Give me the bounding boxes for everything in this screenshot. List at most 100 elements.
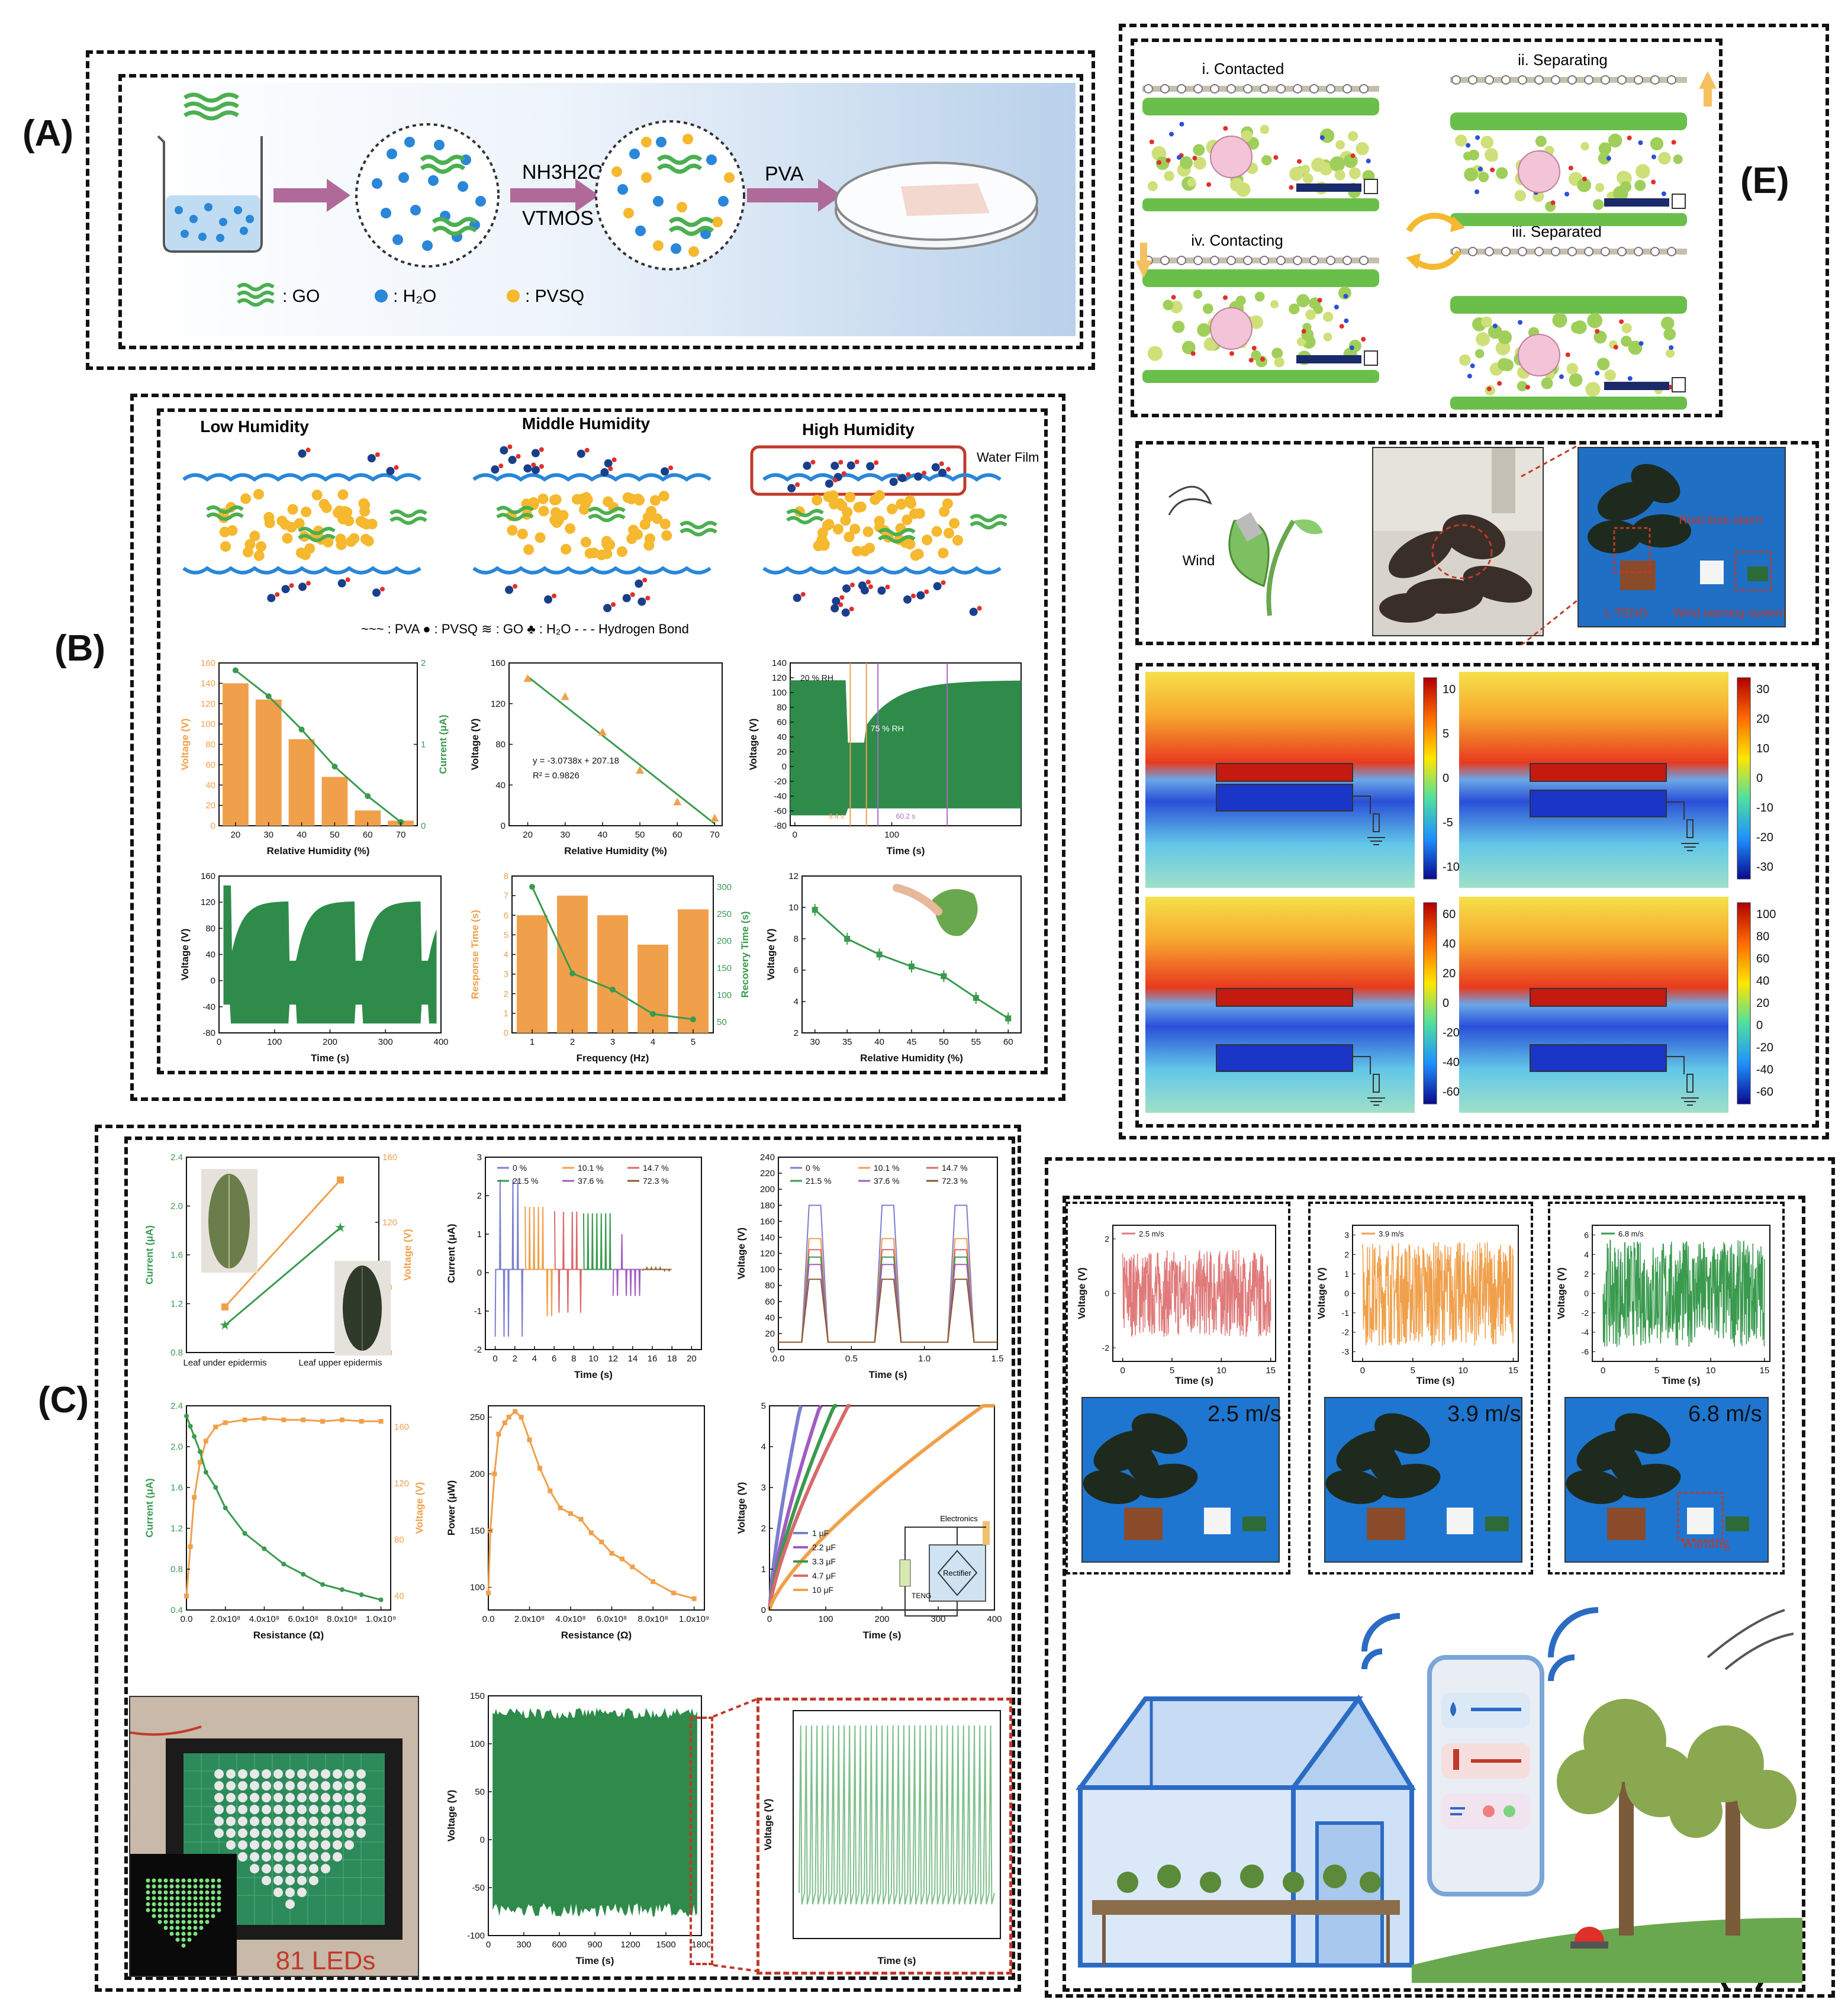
panel-e-frame [1119,24,1829,1139]
ion [1595,329,1600,334]
led [238,1840,247,1850]
leaf-upper-epidermis [1142,269,1379,287]
pvsq-particle [227,525,238,536]
pvsq-particle [538,505,549,517]
leaf-cell [1455,134,1467,147]
leaf-cell [1274,357,1284,368]
electrode-bead [1551,75,1560,85]
electrode-bead [1210,256,1219,265]
panel-b-frame [130,394,1065,1101]
colorbar-tick-label: 40 [1756,975,1769,988]
ion [1475,135,1480,140]
water-h [668,465,674,471]
led-lit [146,1884,150,1889]
electrode-bead [1567,247,1577,256]
electrode-bead [1276,84,1286,94]
reagent-nh3h2o-label: NH3H2O [522,161,604,183]
x-tick-label: 300 [931,1614,945,1624]
x-tick-label: 2.0x10⁸ [514,1614,545,1624]
panel-a-inner-frame [118,74,1083,349]
water-film-box [750,445,967,496]
led-lit [175,1937,180,1942]
fit-r2: R² = 0.9826 [533,771,579,781]
pvsq-particle [601,548,613,559]
leaf-cell [1323,311,1334,323]
x-axis-label: Time (s) [863,1630,902,1641]
go-sheet [786,508,824,524]
plot-frame [488,1405,705,1611]
legend-label: 6.8 m/s [1618,1229,1644,1238]
y-tick-label: 100 [760,1265,775,1275]
led [262,1805,271,1814]
ion [1350,153,1356,159]
leaf-cell [1289,167,1303,181]
panel-c-inner-frame [124,1136,1015,1980]
led-lit [169,1902,174,1907]
led [356,1793,366,1802]
panel-label-e: (E) [1740,160,1789,201]
led-lit [169,1920,174,1924]
led [226,1817,236,1826]
data-point [812,907,818,913]
led-lit [163,1920,168,1924]
x-tick-label: 100 [818,1614,833,1624]
y-tick-label: 0 [1105,1289,1109,1298]
x-tick-label: 100 [884,830,899,840]
plot-frame [778,1157,998,1350]
pvsq-particle [311,490,323,501]
voltage-point [281,1417,286,1422]
pvsq-particle [652,513,663,524]
pvsq-particle [859,545,870,556]
led [250,1864,259,1873]
legend-label: 3.3 μF [812,1557,836,1566]
led-lit [187,1925,192,1930]
y-tick-label: 0 [770,1345,775,1355]
led-lit [175,1908,180,1912]
ion [1638,341,1644,346]
led-lit [193,1884,198,1889]
alarm-device [1447,1508,1473,1534]
x-tick-label: 0 [767,1614,772,1624]
ion [1176,154,1181,160]
voltage-point [221,1303,228,1310]
current-point [301,1572,306,1577]
led-lit [157,1884,162,1889]
led [321,1817,330,1826]
voltage-point [339,1417,345,1422]
x-axis-label: Time (s) [1175,1375,1213,1386]
y-tick-label: 0 [761,1605,766,1615]
electrode-bead [1485,75,1494,85]
electrode-bead [1359,84,1369,94]
power-point [609,1551,614,1556]
leaf-cell [1329,156,1345,172]
pvsq-particle [551,517,562,528]
leaf-shape [1566,1470,1625,1504]
led-lit [181,1931,186,1936]
water-h [810,459,816,465]
led-lit [217,1902,221,1907]
water-h [584,447,590,453]
x-tick-label: 1 [530,1037,535,1047]
pva-chain [182,566,421,575]
led [214,1828,224,1838]
leaf-cell [1323,333,1332,342]
ion [1606,156,1611,161]
y-tick-label: 1.2 [170,1524,183,1534]
top-electrode [1530,988,1667,1007]
x-tick-label: 0 [1360,1366,1365,1376]
legend-label: 0 % [513,1163,527,1173]
circuit-board [1485,1516,1509,1531]
current-point [320,1582,325,1587]
water-h [924,589,929,594]
led-lit [152,1878,156,1883]
led [321,1828,330,1838]
legend-label: 2.2 μF [812,1543,836,1552]
led-lit [175,1902,180,1907]
water-film-label: Water Film [977,450,1039,465]
y-tick-label: 80 [777,703,787,713]
speed-label-1: 2.5 m/s [1208,1402,1282,1427]
pvsq-particle [550,494,562,505]
